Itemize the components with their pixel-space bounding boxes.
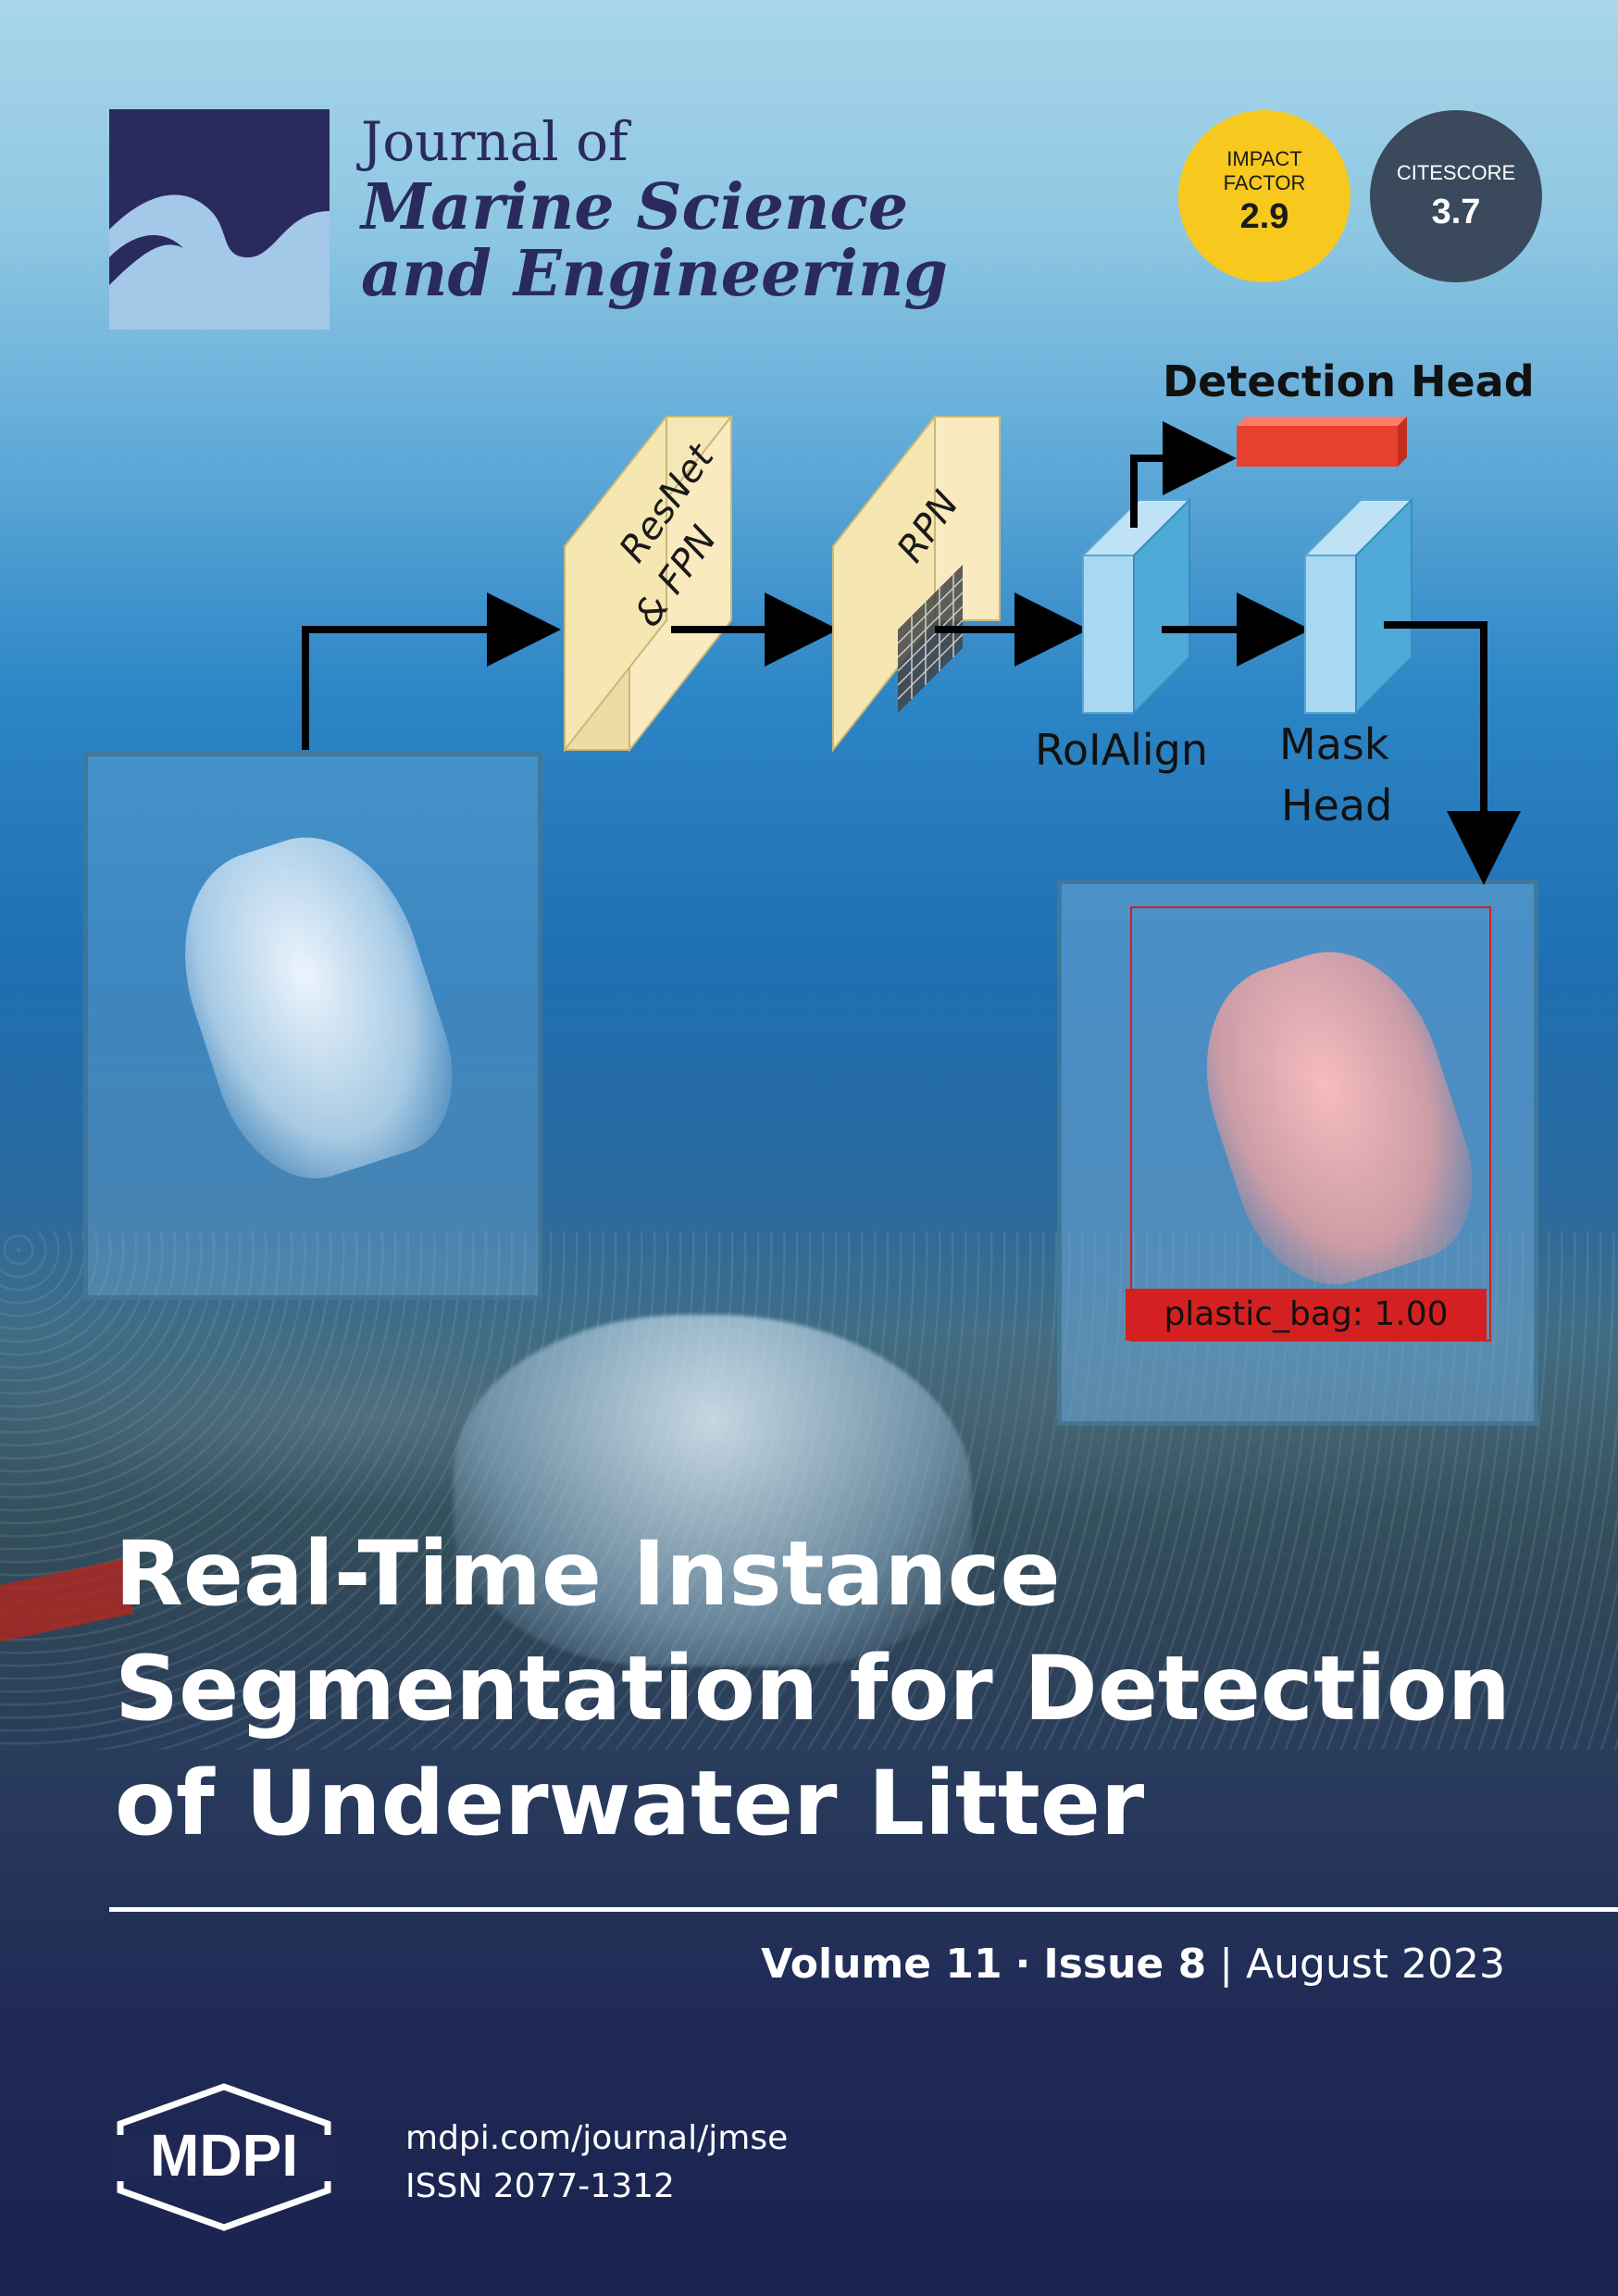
detection-label: plastic_bag: 1.00	[1126, 1289, 1487, 1341]
mask-head-label-1: Mask	[1279, 719, 1389, 769]
issue-text: Issue 8	[1043, 1940, 1207, 1988]
detection-head-block	[1237, 417, 1407, 467]
journal-wave-logo	[109, 109, 330, 330]
mask-head-block	[1302, 497, 1414, 716]
publisher-info: mdpi.com/journal/jmse ISSN 2077-1312	[405, 2115, 788, 2211]
impact-factor-label-2: FACTOR	[1223, 171, 1306, 194]
backbone-block	[562, 414, 734, 753]
plastic-bag-mask	[1176, 926, 1496, 1307]
citescore-value: 3.7	[1431, 193, 1481, 231]
mask-head-label-2: Head	[1281, 780, 1392, 830]
volume-text: Volume 11	[761, 1940, 1002, 1988]
journal-title: Journal of Marine Science and Engineerin…	[361, 109, 948, 307]
article-title: Real-Time Instance Segmentation for Dete…	[115, 1516, 1559, 1861]
input-image-frame	[83, 752, 542, 1300]
detection-head-label: Detection Head	[1163, 356, 1535, 406]
citescore-label: CITESCORE	[1396, 161, 1516, 184]
issue-separator: ·	[1014, 1940, 1031, 1988]
mask-rcnn-diagram: ResNet & FPN RPN	[302, 356, 1535, 885]
issue-bar: |	[1219, 1940, 1234, 1988]
arrow-roialign-to-detection	[1130, 421, 1237, 528]
impact-factor-value: 2.9	[1239, 197, 1289, 236]
journal-url[interactable]: mdpi.com/journal/jmse	[405, 2119, 789, 2157]
journal-title-line2: Marine Science	[361, 170, 909, 244]
mdpi-logo: MDPI	[109, 2083, 339, 2231]
issue-date: August 2023	[1246, 1940, 1505, 1988]
title-divider	[109, 1907, 1618, 1912]
arrow-input-to-backbone	[302, 593, 561, 750]
arrow-mask-to-output	[1384, 621, 1521, 885]
detection-bounding-box	[1130, 906, 1496, 1341]
journal-title-line1: Journal of	[361, 110, 629, 173]
roialign-label: RoIAlign	[1035, 725, 1208, 775]
impact-factor-label-1: IMPACT	[1226, 147, 1302, 170]
article-title-line2: Segmentation for Detection	[115, 1637, 1511, 1741]
citescore-badge: CITESCORE 3.7	[1370, 110, 1542, 282]
rpn-block	[830, 414, 1002, 753]
article-title-line1: Real-Time Instance	[115, 1522, 1061, 1626]
plastic-litter-photo	[454, 1315, 972, 1666]
output-image-frame	[1057, 880, 1538, 1426]
issn-text: ISSN 2077-1312	[405, 2167, 675, 2205]
article-title-line3: of Underwater Litter	[115, 1752, 1145, 1855]
mdpi-logo-text: MDPI	[150, 2122, 298, 2189]
roialign-block	[1080, 497, 1192, 716]
issue-info: Volume 11 · Issue 8 | August 2023	[761, 1940, 1505, 1988]
journal-title-line3: and Engineering	[361, 237, 948, 311]
impact-factor-badge: IMPACT FACTOR 2.9	[1178, 110, 1350, 282]
